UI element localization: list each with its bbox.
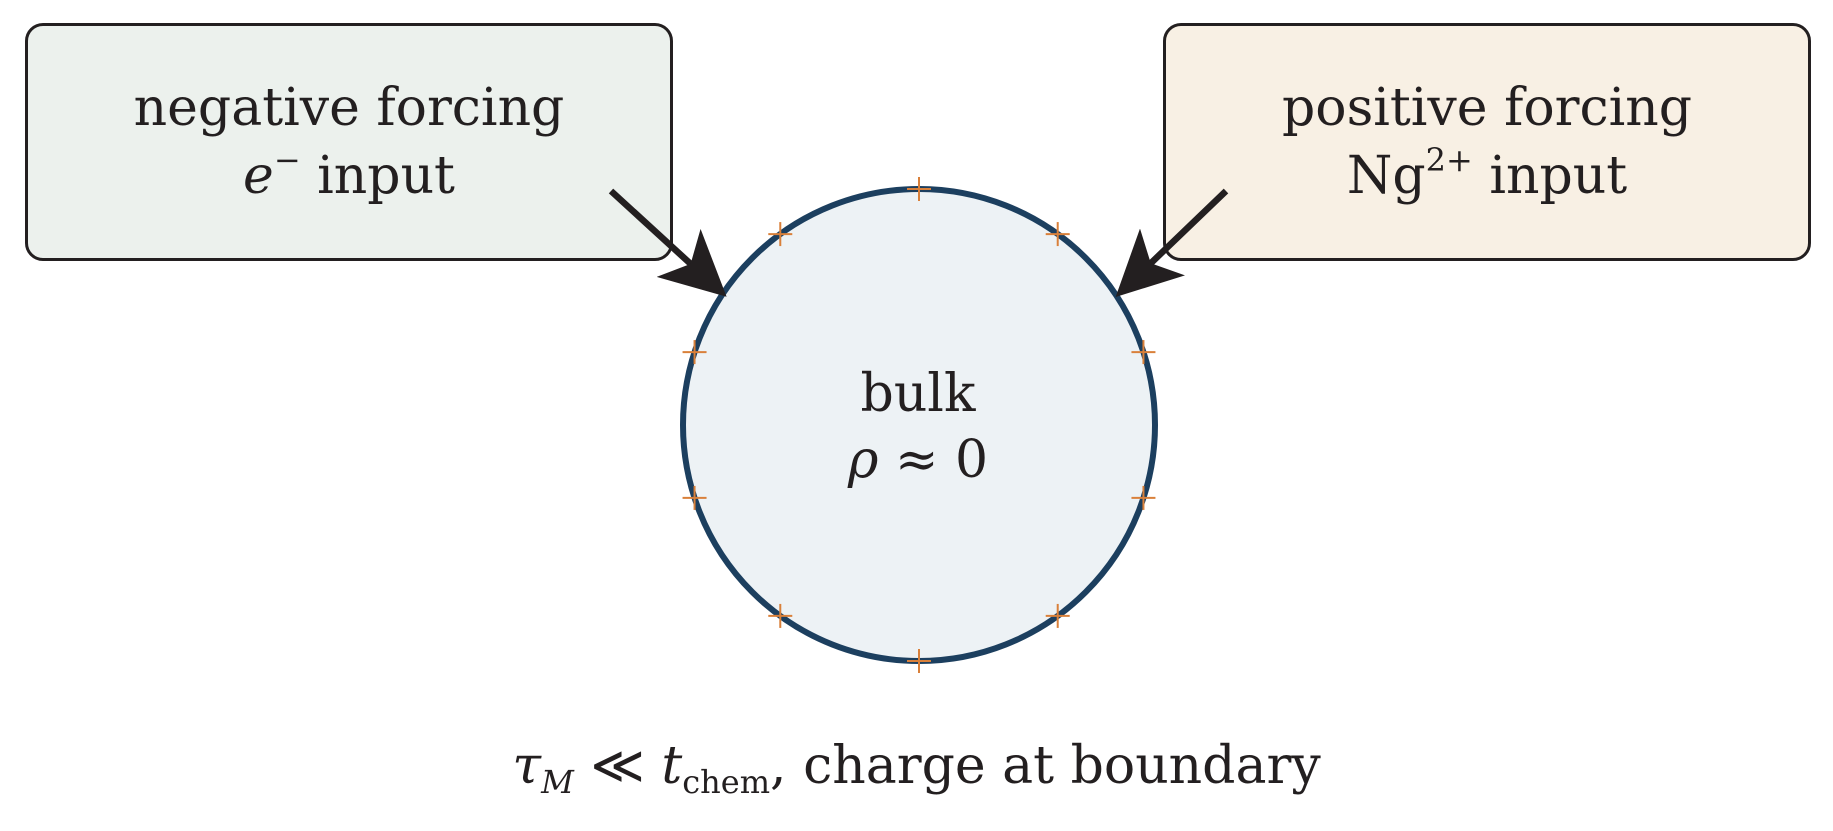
bulk-label: bulk [860,364,976,424]
approx-zero: ≈ 0 [878,430,989,490]
electron-charge: − [273,141,301,179]
caption-rest: , charge at boundary [770,736,1321,796]
negative-forcing-title: negative forcing [133,78,565,138]
boundary-plus-marker [1045,222,1070,247]
boundary-charge-markers [682,177,1156,673]
boundary-plus-marker [768,222,793,247]
negative-forcing-arrow [608,188,727,297]
rho-symbol: ρ [847,430,879,490]
negative-forcing-box: negative forcing e− input [25,23,673,261]
caption-t-subscript: chem [682,763,771,801]
boundary-plus-marker [907,177,931,201]
electron-symbol: e [243,146,274,206]
boundary-plus-marker [1131,485,1156,510]
caption-tau-subscript: M [541,763,574,801]
caption: τM ≪ tchem, charge at boundary [0,740,1833,798]
boundary-plus-marker [768,603,793,628]
boundary-plus-marker [1045,603,1070,628]
ion-symbol: Ng [1346,146,1426,206]
boundary-plus-marker [907,649,931,673]
positive-forcing-arrow [1115,188,1229,298]
bulk-charge-density: ρ ≈ 0 [718,434,1118,486]
caption-tau: τ [512,736,542,796]
positive-forcing-title: positive forcing [1281,78,1693,138]
ion-charge: 2+ [1425,141,1473,179]
caption-relation: ≪ [573,736,662,796]
boundary-plus-marker [1131,340,1156,365]
boundary-plus-marker [682,485,707,510]
negative-forcing-input: e− input [28,144,670,202]
positive-forcing-box: positive forcing Ng2+ input [1163,23,1811,261]
bulk-region-circle [680,186,1158,664]
boundary-plus-marker [682,340,707,365]
positive-forcing-input: Ng2+ input [1166,144,1808,202]
caption-t: t [661,736,683,796]
negative-input-text: input [300,146,455,206]
positive-input-text: input [1472,146,1628,206]
